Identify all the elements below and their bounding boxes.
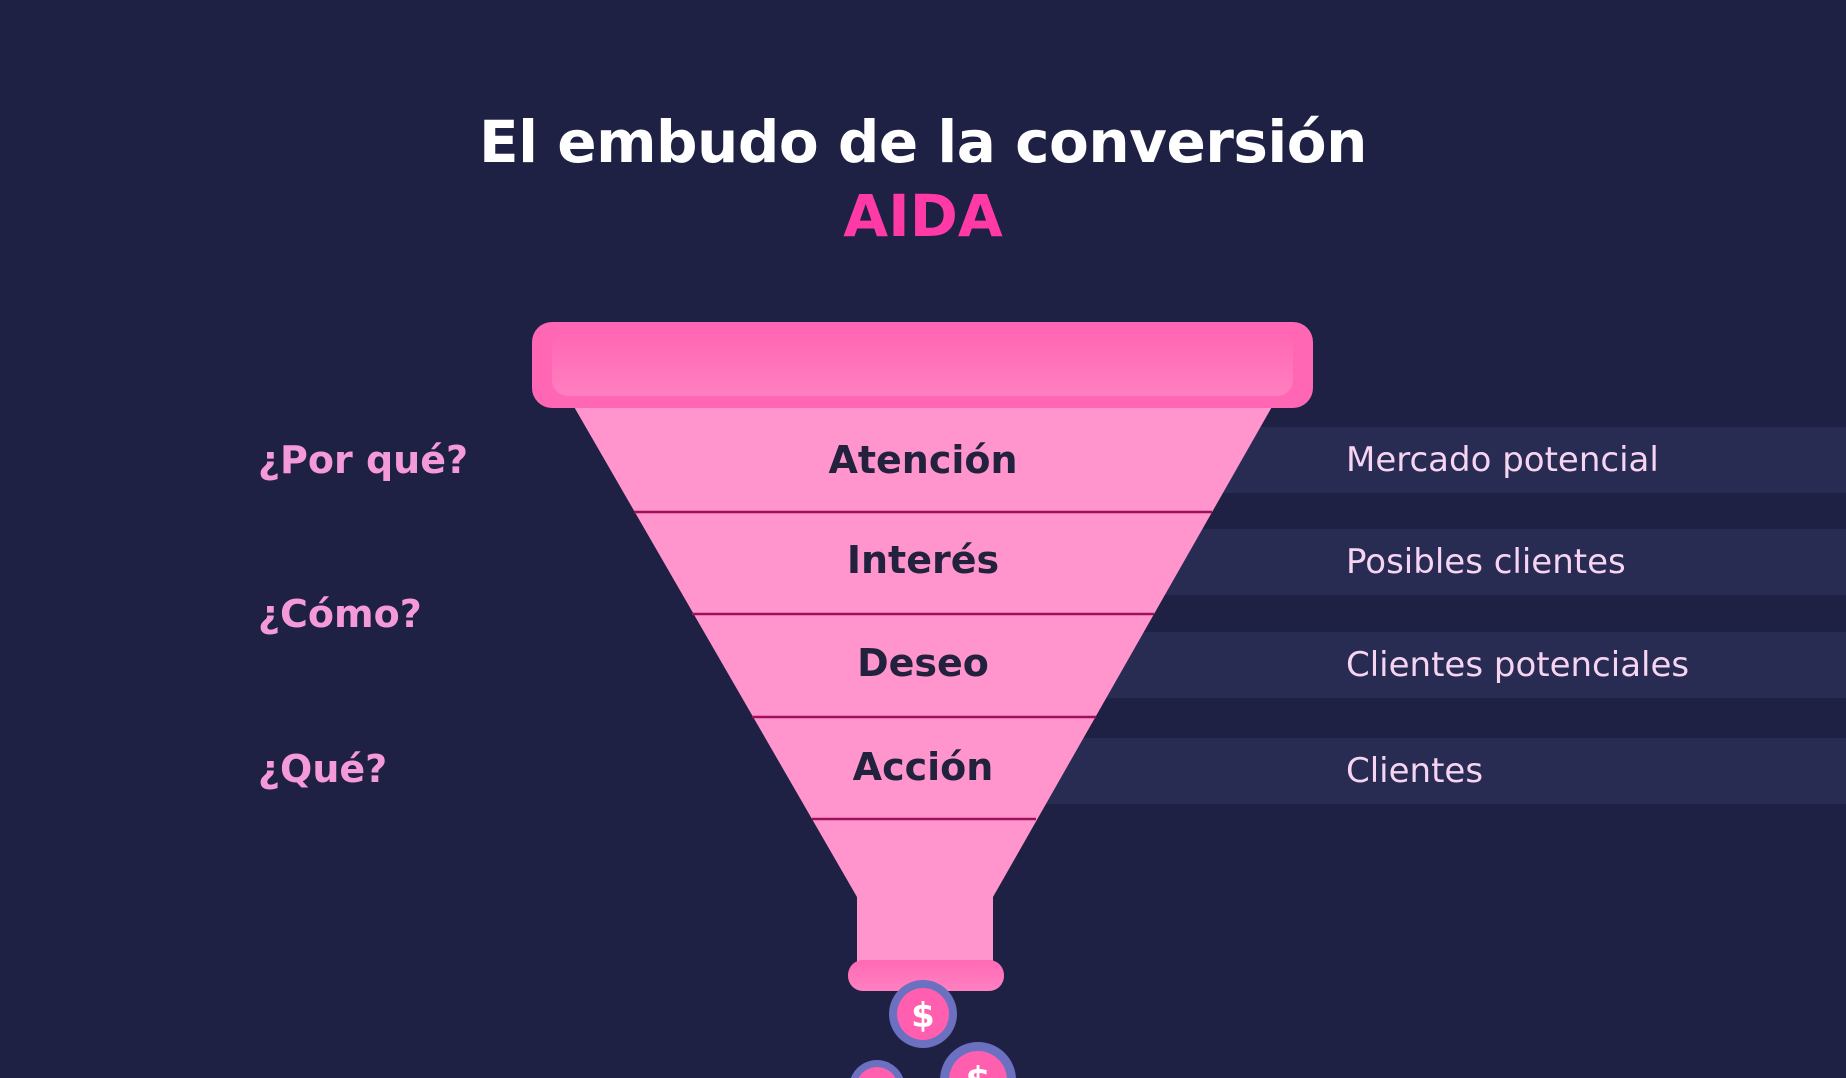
question-label: ¿Por qué? (258, 438, 469, 482)
stage-label-interest: Interés (846, 538, 1000, 582)
funnel-rim-inner (552, 330, 1293, 396)
coin-icon: $ (889, 980, 957, 1048)
stage-label-attention: Atención (828, 438, 1018, 482)
question-label: ¿Cómo? (258, 592, 422, 636)
funnel-spout-lip (848, 960, 1004, 991)
description-bar-3 (1000, 632, 1846, 698)
coin-icon: $ (850, 1060, 904, 1078)
stage-description: Clientes (1346, 751, 1484, 791)
question-label: ¿Qué? (258, 747, 388, 791)
svg-text:$: $ (868, 1075, 886, 1078)
funnel-cone (573, 405, 1273, 962)
stage-description: Mercado potencial (1346, 440, 1659, 480)
stage-description: Clientes potenciales (1346, 645, 1690, 685)
stage-label-desire: Deseo (857, 641, 989, 685)
svg-text:$: $ (911, 996, 935, 1036)
coin-icon: $ (940, 1042, 1016, 1078)
description-bar-4 (1000, 738, 1846, 804)
stage-description: Posibles clientes (1346, 542, 1626, 582)
page-title: El embudo de la conversión (479, 108, 1367, 176)
stage-label-action: Acción (852, 745, 994, 789)
svg-text:$: $ (965, 1060, 990, 1078)
page-subtitle: AIDA (843, 182, 1003, 250)
